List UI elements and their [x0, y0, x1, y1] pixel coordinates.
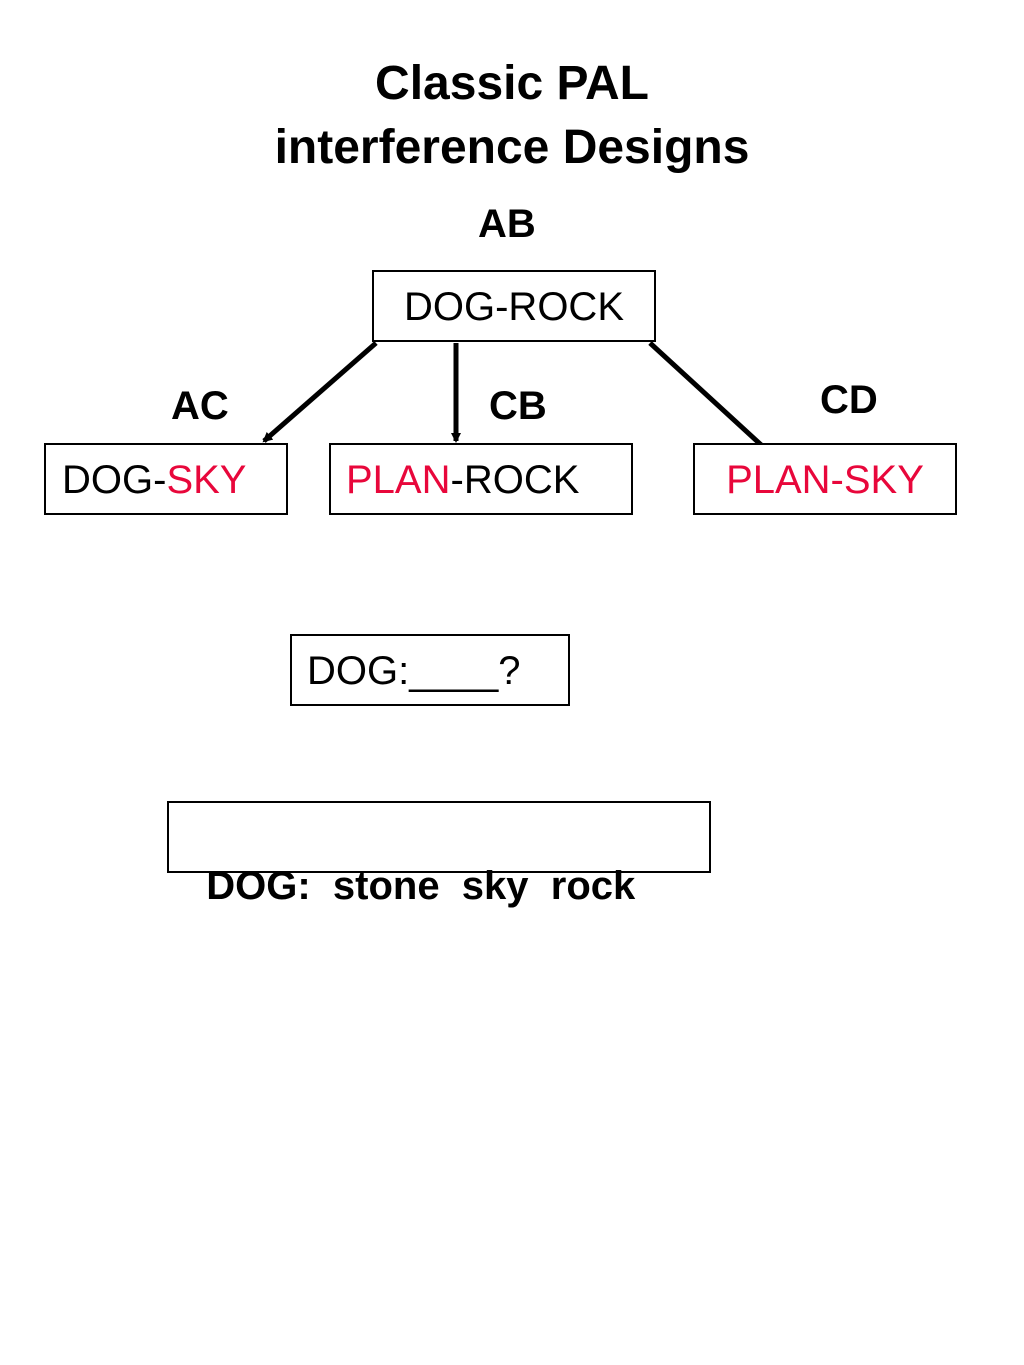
- box-dog-rock: DOG-ROCK: [372, 270, 656, 342]
- box-plan-rock-part1: PLAN: [346, 458, 451, 502]
- box-plan-rock: PLAN-ROCK: [329, 443, 633, 515]
- box-answer: DOG: stone sky rock: [167, 801, 711, 908]
- box-dog-rock-text: DOG-ROCK: [404, 285, 624, 329]
- box-plan-rock-part2: -ROCK: [450, 458, 580, 502]
- title-line-2: interference Designs: [274, 121, 750, 174]
- label-ac: AC: [171, 384, 229, 428]
- box-query: DOG:____?: [290, 634, 570, 706]
- label-ab: AB: [478, 202, 536, 246]
- arrow-to-ac: [262, 341, 378, 443]
- box-dog-sky: DOG-SKY: [44, 443, 288, 515]
- box-dog-sky-part1: DOG-: [62, 458, 167, 502]
- box-answer-text: DOG: stone sky rock: [206, 864, 636, 908]
- label-cd: CD: [820, 378, 878, 422]
- box-query-text: DOG:____?: [307, 649, 521, 693]
- box-dog-sky-part2: SKY: [166, 458, 247, 502]
- box-plan-sky: PLAN-SKY: [693, 443, 957, 515]
- box-plan-sky-text: PLAN-SKY: [726, 458, 924, 502]
- arrow-to-cd: [648, 341, 772, 455]
- page-title: Classic PAL interference Designs: [0, 52, 1024, 180]
- label-cb: CB: [489, 384, 547, 428]
- title-line-1: Classic PAL: [375, 57, 649, 110]
